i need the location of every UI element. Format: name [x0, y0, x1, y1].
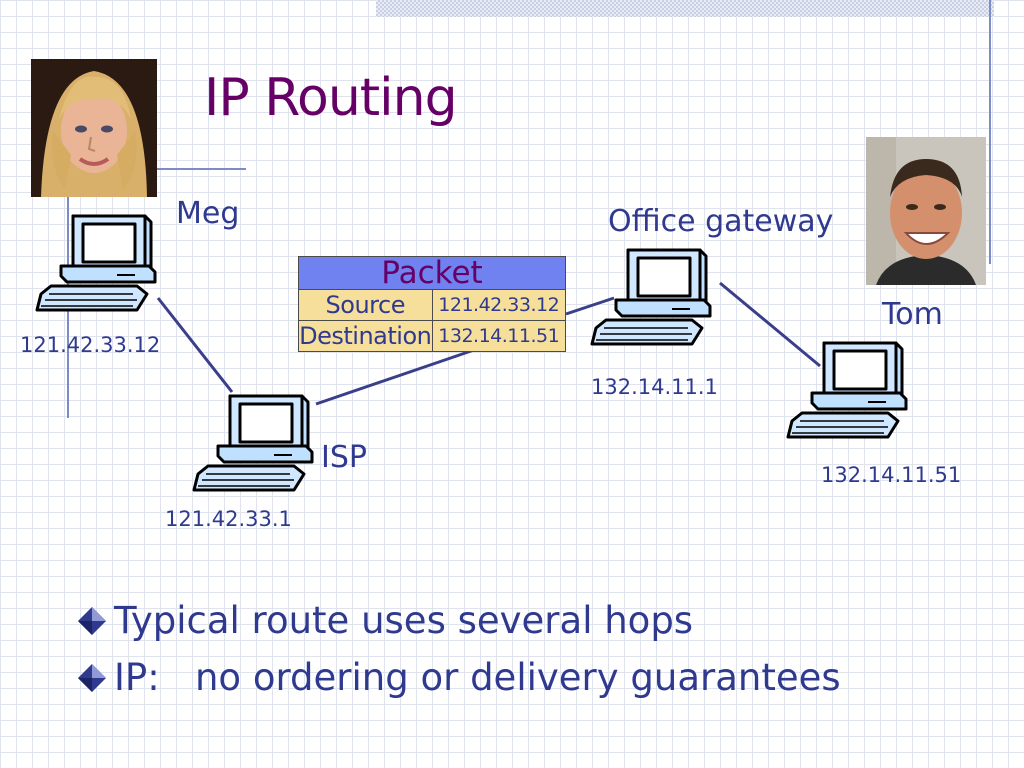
- link-isp-packet: [315, 348, 475, 406]
- bullet-item: Typical route uses several hops: [74, 599, 693, 642]
- meg-label: Meg: [176, 196, 240, 231]
- packet-table: Packet Source 121.42.33.12 Destination 1…: [298, 256, 566, 352]
- isp-computer-icon: [192, 394, 314, 492]
- packet-source-value: 121.42.33.12: [431, 289, 566, 321]
- diamond-bullet-icon: [78, 663, 106, 692]
- tom-photo: [866, 137, 986, 285]
- diamond-bullet-icon: [78, 606, 106, 635]
- top-decor-band: [376, 0, 994, 17]
- packet-destination-value: 132.14.11.51: [431, 320, 566, 352]
- tom-computer-icon: [786, 341, 908, 439]
- office-gateway-label: Office gateway: [608, 204, 834, 239]
- packet-source-key: Source: [298, 289, 433, 321]
- tom-pc-ip: 132.14.11.51: [821, 463, 962, 487]
- vertical-rule-right: [989, 0, 991, 264]
- meg-photo: [31, 59, 157, 197]
- link-packet-gateway: [565, 296, 615, 316]
- gateway-computer-icon: [590, 248, 712, 346]
- meg-pc-ip: 121.42.33.12: [20, 333, 161, 357]
- gateway-ip: 132.14.11.1: [591, 375, 718, 399]
- link-meg-isp: [156, 297, 234, 393]
- packet-row-source: Source 121.42.33.12: [298, 289, 566, 321]
- isp-label: ISP: [321, 440, 367, 475]
- tom-label: Tom: [882, 297, 943, 332]
- bullet-item: IP: no ordering or delivery guarantees: [74, 656, 841, 699]
- link-gateway-tom: [719, 281, 821, 368]
- isp-ip: 121.42.33.1: [165, 507, 292, 531]
- packet-destination-key: Destination: [298, 320, 433, 352]
- bullet-text: Typical route uses several hops: [114, 599, 694, 642]
- horizontal-rule: [156, 168, 246, 170]
- packet-title: Packet: [298, 256, 566, 290]
- bullet-text: IP: no ordering or delivery guarantees: [114, 656, 841, 699]
- packet-row-destination: Destination 132.14.11.51: [298, 320, 566, 352]
- slide-title: IP Routing: [204, 68, 458, 128]
- meg-computer-icon: [35, 214, 157, 312]
